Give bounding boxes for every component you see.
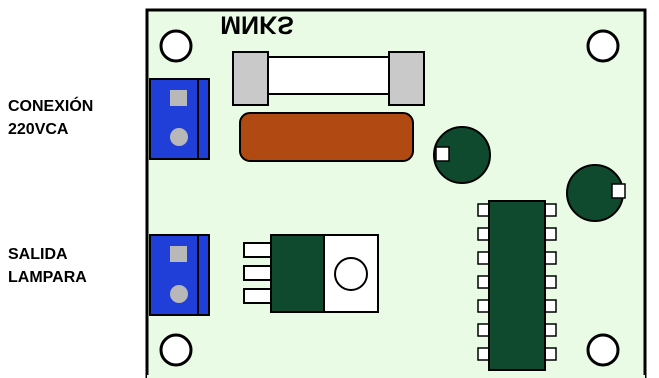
lamp-output-terminal-block — [149, 234, 210, 316]
ic-pin-right-3 — [544, 251, 557, 265]
mounting-hole-bottom-right — [586, 333, 620, 367]
power-input-label-line1: CONEXIÓN — [8, 98, 94, 115]
terminal-square-pad — [170, 90, 187, 106]
ic-pin-left-6 — [477, 323, 490, 337]
power-input-label: CONEXIÓN 220VCA — [8, 95, 93, 141]
ic-pin-right-6 — [544, 323, 557, 337]
terminal-round-pad — [170, 128, 188, 146]
lamp-output-label-line2: LAMPARA — [8, 269, 87, 286]
ic-pin-right-4 — [544, 275, 557, 289]
ic-pin-right-2 — [544, 227, 557, 241]
capacitor — [239, 112, 414, 162]
integrated-circuit — [477, 200, 557, 371]
ic-pin-left-4 — [477, 275, 490, 289]
mounting-hole-bottom-left — [159, 333, 193, 367]
ic-pin-right-7 — [544, 347, 557, 361]
fuse-glass — [267, 56, 391, 95]
ic-pin-left-2 — [477, 227, 490, 241]
regulator-body — [270, 234, 325, 313]
mounting-hole-top-left — [159, 29, 193, 63]
regulator-mount-hole — [334, 257, 368, 291]
brand-text-mirrored: MNKS — [220, 10, 294, 38]
ic-pin-right-5 — [544, 299, 557, 313]
lamp-output-label: SALIDA LAMPARA — [8, 243, 87, 289]
transistor-left — [433, 126, 491, 184]
mounting-hole-top-right — [586, 29, 620, 63]
svg-text:MNKS: MNKS — [220, 10, 294, 38]
ic-pin-right-1 — [544, 203, 557, 217]
ic-pin-left-3 — [477, 251, 490, 265]
power-input-label-line2: 220VCA — [8, 121, 69, 138]
power-input-terminal-block — [149, 78, 210, 160]
ic-pin-left-7 — [477, 347, 490, 361]
fuse-cap-left — [232, 51, 269, 106]
fuse-cap-right — [388, 51, 425, 106]
voltage-regulator — [243, 234, 379, 313]
ic-pin-left-5 — [477, 299, 490, 313]
transistor-right — [566, 164, 626, 222]
regulator-pin — [243, 242, 272, 258]
ic-pin-left-1 — [477, 203, 490, 217]
lamp-output-label-line1: SALIDA — [8, 246, 68, 263]
terminal-round-pad — [170, 285, 188, 303]
terminal-square-pad — [170, 246, 187, 262]
regulator-pin — [243, 265, 272, 281]
ic-body — [488, 200, 546, 371]
regulator-pin — [243, 288, 272, 304]
fuse — [232, 51, 425, 106]
